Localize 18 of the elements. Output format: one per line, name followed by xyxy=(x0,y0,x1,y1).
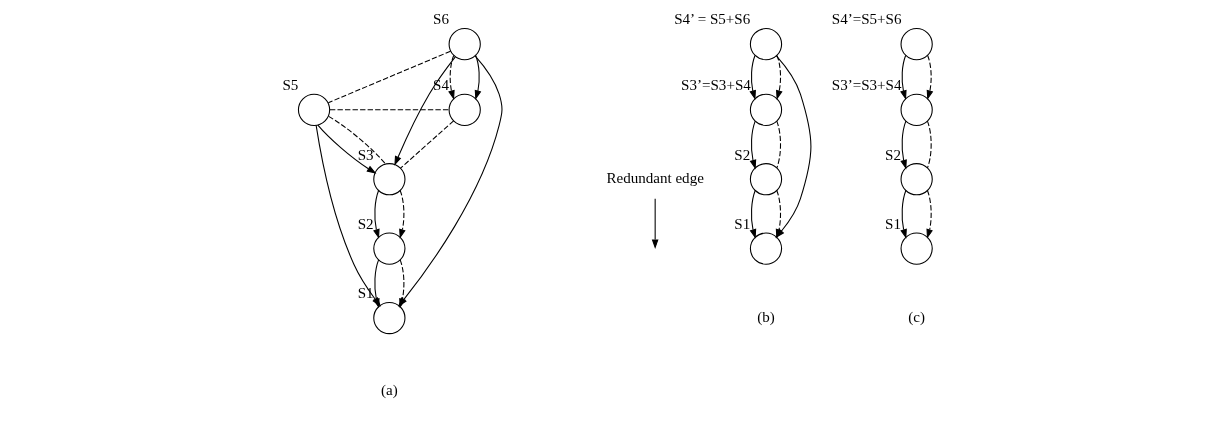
node-label: S5 xyxy=(282,77,299,94)
label: (a) xyxy=(381,382,398,399)
label: (c) xyxy=(908,309,925,326)
node-label: S3 xyxy=(357,146,374,163)
node-label: S3’=S3+S4 xyxy=(831,77,902,94)
node-label: S6 xyxy=(433,11,449,28)
node-label: S1 xyxy=(885,215,901,232)
node-label: S2 xyxy=(885,146,901,163)
node-label: S1 xyxy=(357,285,374,302)
node-text: Redundant edge xyxy=(606,170,704,187)
node-label: S4 xyxy=(433,77,449,94)
label: (b) xyxy=(757,309,775,326)
node-label: S2 xyxy=(357,215,374,232)
node-label: S1 xyxy=(734,215,751,232)
node-label: S4’ = S5+S6 xyxy=(674,11,751,28)
node-label: S3’=S3+S4 xyxy=(681,77,751,94)
node-label: S2 xyxy=(734,146,751,163)
node-label: S4’=S5+S6 xyxy=(831,11,902,28)
